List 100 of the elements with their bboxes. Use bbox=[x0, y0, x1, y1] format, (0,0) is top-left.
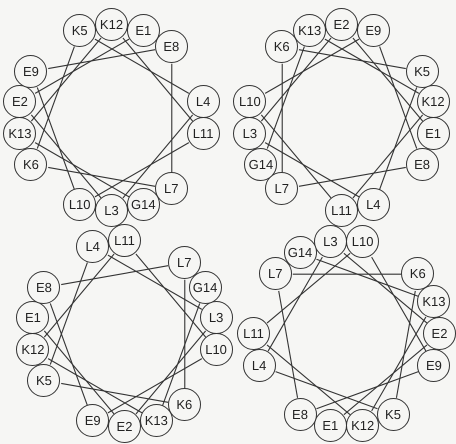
connector-line bbox=[275, 371, 378, 410]
connector-line bbox=[122, 114, 194, 198]
connector-line bbox=[352, 38, 424, 122]
connector-line bbox=[30, 38, 102, 122]
residue-circle: K6 bbox=[14, 148, 48, 180]
connector-line bbox=[264, 142, 360, 198]
residue-circle: E9 bbox=[356, 14, 390, 47]
connector-line bbox=[282, 64, 283, 172]
residue-circle: E9 bbox=[76, 404, 110, 438]
residue-circle: K12 bbox=[416, 84, 450, 118]
residue-circle: K5 bbox=[27, 364, 60, 396]
residue-circle: E8 bbox=[284, 398, 316, 431]
residue-circle: E1 bbox=[16, 300, 50, 334]
connector-line bbox=[48, 358, 142, 414]
residue-circle: G14 bbox=[126, 188, 160, 222]
residue-circle: E8 bbox=[406, 148, 439, 180]
connector-line bbox=[50, 303, 88, 406]
connector-line bbox=[171, 64, 172, 172]
residue-circle: K12 bbox=[16, 333, 50, 366]
residue-circle: E2 bbox=[423, 317, 456, 350]
residue-circle: L3 bbox=[314, 225, 347, 258]
connector-line bbox=[108, 254, 202, 310]
connector-line bbox=[260, 114, 332, 198]
residue-circle: K13 bbox=[417, 285, 450, 318]
connector-line bbox=[48, 49, 156, 70]
residue-circle: E1 bbox=[126, 14, 160, 47]
residue-circle: L4 bbox=[242, 348, 276, 382]
residue-circle: E1 bbox=[416, 117, 450, 150]
residue-circle: E2 bbox=[108, 410, 141, 443]
connector-line bbox=[324, 38, 420, 94]
residue-circle: E9 bbox=[14, 54, 48, 88]
residue-circle: K5 bbox=[406, 54, 439, 88]
connector-line bbox=[266, 46, 305, 149]
residue-circle: L10 bbox=[200, 333, 233, 366]
connector-line bbox=[298, 166, 406, 187]
residue-circle: L4 bbox=[186, 84, 220, 118]
residue-circle: K6 bbox=[401, 257, 434, 290]
residue-circle: K13 bbox=[3, 117, 36, 150]
residue-circle: E1 bbox=[314, 408, 347, 442]
residue-circle: K5 bbox=[63, 14, 96, 47]
connector-line bbox=[94, 142, 190, 198]
residue-circle: L10 bbox=[233, 84, 266, 118]
residue-circle: K6 bbox=[168, 388, 201, 422]
residue-circle: L11 bbox=[186, 117, 220, 150]
connector-line bbox=[122, 38, 194, 122]
residue-circle: E2 bbox=[3, 84, 36, 118]
residue-circle: L7 bbox=[265, 172, 298, 206]
connector-line bbox=[36, 87, 75, 190]
residue-circle: E9 bbox=[417, 348, 450, 382]
connector-line bbox=[371, 256, 426, 352]
residue-circle: L7 bbox=[168, 246, 201, 279]
connector-line bbox=[266, 252, 350, 324]
connector-line bbox=[298, 49, 406, 70]
residue-circle: L11 bbox=[325, 194, 358, 227]
connector-line bbox=[36, 46, 75, 149]
connector-line bbox=[48, 166, 156, 187]
residue-circle: K13 bbox=[293, 14, 326, 47]
connector-line bbox=[34, 142, 130, 198]
connector-line bbox=[136, 254, 206, 338]
residue-circle: K6 bbox=[265, 30, 298, 63]
connector-line bbox=[30, 114, 102, 198]
residue-circle: L11 bbox=[237, 317, 270, 350]
residue-circle: L4 bbox=[356, 188, 390, 222]
connector-line bbox=[316, 258, 419, 297]
connector-line bbox=[379, 46, 418, 149]
residue-circle: L4 bbox=[76, 230, 110, 263]
connector-line bbox=[162, 303, 200, 406]
connector-line bbox=[344, 252, 428, 324]
connector-line bbox=[264, 38, 360, 94]
residue-circle: E2 bbox=[325, 8, 358, 41]
connector-line bbox=[61, 382, 168, 403]
connector-line bbox=[44, 330, 114, 414]
connector-line bbox=[61, 265, 168, 286]
residue-circle: L7 bbox=[258, 257, 292, 290]
residue-circle: K12 bbox=[95, 8, 128, 41]
connector-line bbox=[34, 38, 130, 94]
connector-line bbox=[316, 371, 419, 410]
connector-line bbox=[344, 344, 428, 416]
residue-circle: K13 bbox=[140, 404, 173, 438]
residue-circle: K5 bbox=[376, 398, 410, 431]
residue-circle: E8 bbox=[27, 270, 60, 304]
connector-line bbox=[268, 256, 323, 352]
residue-circle: L7 bbox=[154, 172, 188, 206]
connector-line bbox=[94, 38, 190, 94]
connector-line bbox=[379, 87, 418, 190]
residue-circle: L10 bbox=[63, 188, 96, 222]
connector-line bbox=[50, 262, 88, 365]
residue-circle: L3 bbox=[233, 117, 266, 150]
connector-line bbox=[44, 254, 114, 338]
residue-circle: L11 bbox=[108, 224, 141, 257]
connector-line bbox=[396, 290, 416, 398]
connector-line bbox=[352, 114, 424, 198]
residue-circle: G14 bbox=[188, 270, 222, 304]
residue-circle: L3 bbox=[200, 300, 233, 334]
connector-line bbox=[278, 290, 298, 398]
connector-line bbox=[136, 330, 206, 414]
connector-line bbox=[260, 38, 332, 122]
residue-circle: G14 bbox=[284, 236, 316, 270]
residue-circle: L10 bbox=[346, 225, 380, 258]
residue-circle: G14 bbox=[244, 148, 278, 180]
